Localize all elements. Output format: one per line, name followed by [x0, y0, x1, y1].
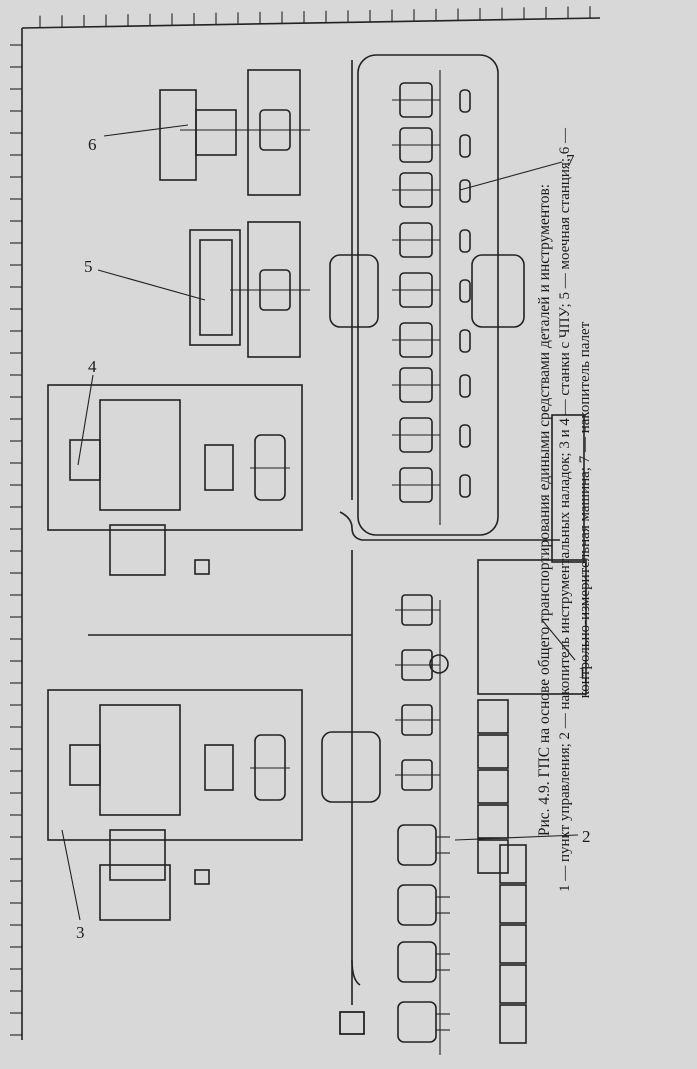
callout-5: 5: [84, 257, 93, 276]
storage-cell: [499, 884, 527, 924]
pallet-slot: [459, 279, 471, 303]
storage-cell: [477, 699, 509, 734]
storage-cell: [477, 804, 509, 839]
figure-caption: Рис. 4.9. ГПС на основе общего транспорт…: [535, 0, 595, 1030]
pallet-slot: [459, 424, 471, 448]
callout-7: 7: [566, 151, 575, 170]
storage-cell: [499, 924, 527, 964]
callout-4: 4: [88, 357, 97, 376]
callouts: 6 5 4 3 7 2 1: [61, 124, 591, 942]
storage-cell: [477, 769, 509, 804]
callout-1: 1: [578, 663, 587, 682]
tool-holder: [397, 941, 437, 983]
tool-storage: [395, 594, 450, 1055]
cnc-machine-4: [47, 384, 303, 576]
storage-cell: [499, 844, 527, 884]
pallet-slot: [459, 329, 471, 353]
control-post: [339, 1011, 365, 1035]
transport-line: [88, 60, 560, 1035]
tool-holder: [397, 884, 437, 926]
pallet-slot: [459, 134, 471, 158]
callout-6: 6: [88, 135, 97, 154]
caption-legend-2: контрольно-измерительная машина; 7 — нак…: [577, 321, 593, 699]
pallet-storage: [329, 54, 525, 536]
cmm: [159, 69, 310, 196]
washing-station: [189, 221, 310, 358]
control-post-block: [477, 414, 587, 1044]
tool-holder: [397, 1001, 437, 1043]
caption-legend-1: 1 — пункт управления; 2 — накопитель инс…: [557, 128, 573, 892]
callout-2: 2: [582, 827, 591, 846]
caption-title: Рис. 4.9. ГПС на основе общего транспорт…: [536, 183, 553, 837]
cnc-machine-3: [47, 689, 381, 921]
pallet-slot: [459, 229, 471, 253]
pallet-slot: [459, 474, 471, 498]
storage-cell: [477, 734, 509, 769]
storage-cell: [499, 1004, 527, 1044]
callout-3: 3: [76, 923, 85, 942]
pallet-slot: [459, 374, 471, 398]
storage-cell: [477, 839, 509, 874]
tool-holder: [397, 824, 437, 866]
storage-cell: [499, 964, 527, 1004]
wall: [10, 6, 601, 1040]
pallet-slot: [459, 179, 471, 203]
pallet-slot: [459, 89, 471, 113]
